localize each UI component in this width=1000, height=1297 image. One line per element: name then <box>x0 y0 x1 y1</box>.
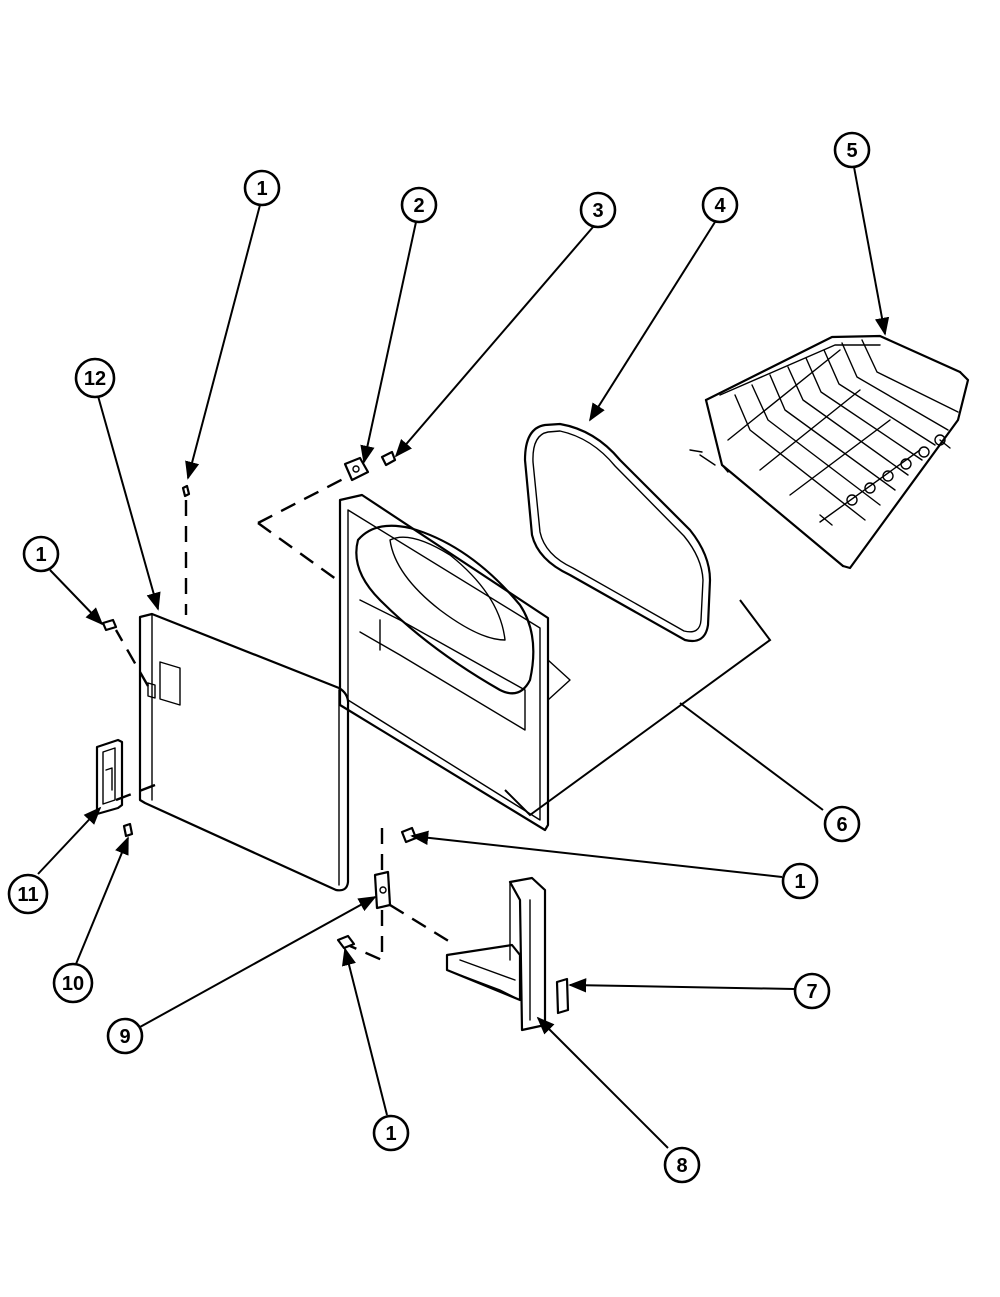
callout-9: 9 <box>106 1017 144 1055</box>
door-panel-part <box>138 612 350 892</box>
svg-text:1: 1 <box>35 544 46 566</box>
svg-text:7: 7 <box>806 981 817 1003</box>
handle-screw-part <box>122 822 134 838</box>
drying-rack-part <box>689 334 970 570</box>
callout-6: 6 <box>823 805 861 843</box>
callout-3: 3 <box>579 191 617 229</box>
screw-part-1-left <box>101 618 118 632</box>
svg-text:10: 10 <box>62 973 84 995</box>
callout-11: 11 <box>7 873 49 915</box>
callout-7: 7 <box>793 972 831 1010</box>
hinge-mount-bracket-part <box>445 876 547 1032</box>
callout-1-bottom: 1 <box>372 1114 410 1152</box>
callout-1-left: 1 <box>22 535 60 573</box>
lower-hinge-part <box>373 870 392 910</box>
svg-text:12: 12 <box>84 368 106 390</box>
svg-text:1: 1 <box>256 178 267 200</box>
inner-door-frame-part <box>338 493 571 832</box>
svg-text:5: 5 <box>846 140 857 162</box>
callout-10: 10 <box>52 962 94 1004</box>
leader-lines <box>37 166 890 1149</box>
screw-part-1-right <box>400 826 418 844</box>
svg-text:11: 11 <box>17 884 38 906</box>
callout-4: 4 <box>701 186 739 224</box>
callout-5: 5 <box>833 131 871 169</box>
assembly-dashed-lines <box>114 476 456 962</box>
door-gasket-part <box>523 422 712 643</box>
svg-text:4: 4 <box>714 195 726 217</box>
callout-8: 8 <box>663 1146 701 1184</box>
hinge-bracket-part <box>343 456 370 482</box>
callout-2: 2 <box>400 186 438 224</box>
svg-text:2: 2 <box>413 195 424 217</box>
gasket-bracket-line <box>504 599 772 817</box>
door-handle-part <box>95 738 124 816</box>
clip-part <box>555 977 570 1015</box>
screw-part-1-top <box>181 484 191 498</box>
callout-1-right: 1 <box>781 862 819 900</box>
svg-text:6: 6 <box>836 814 847 836</box>
svg-text:1: 1 <box>385 1123 396 1145</box>
screw-part-1-bottom <box>336 934 356 950</box>
svg-text:8: 8 <box>676 1155 687 1177</box>
callout-1-top: 1 <box>243 169 281 207</box>
callout-12: 12 <box>74 357 116 399</box>
screw-part-3 <box>380 450 397 467</box>
svg-text:3: 3 <box>592 200 603 222</box>
svg-text:1: 1 <box>794 871 805 893</box>
svg-text:9: 9 <box>119 1026 130 1048</box>
